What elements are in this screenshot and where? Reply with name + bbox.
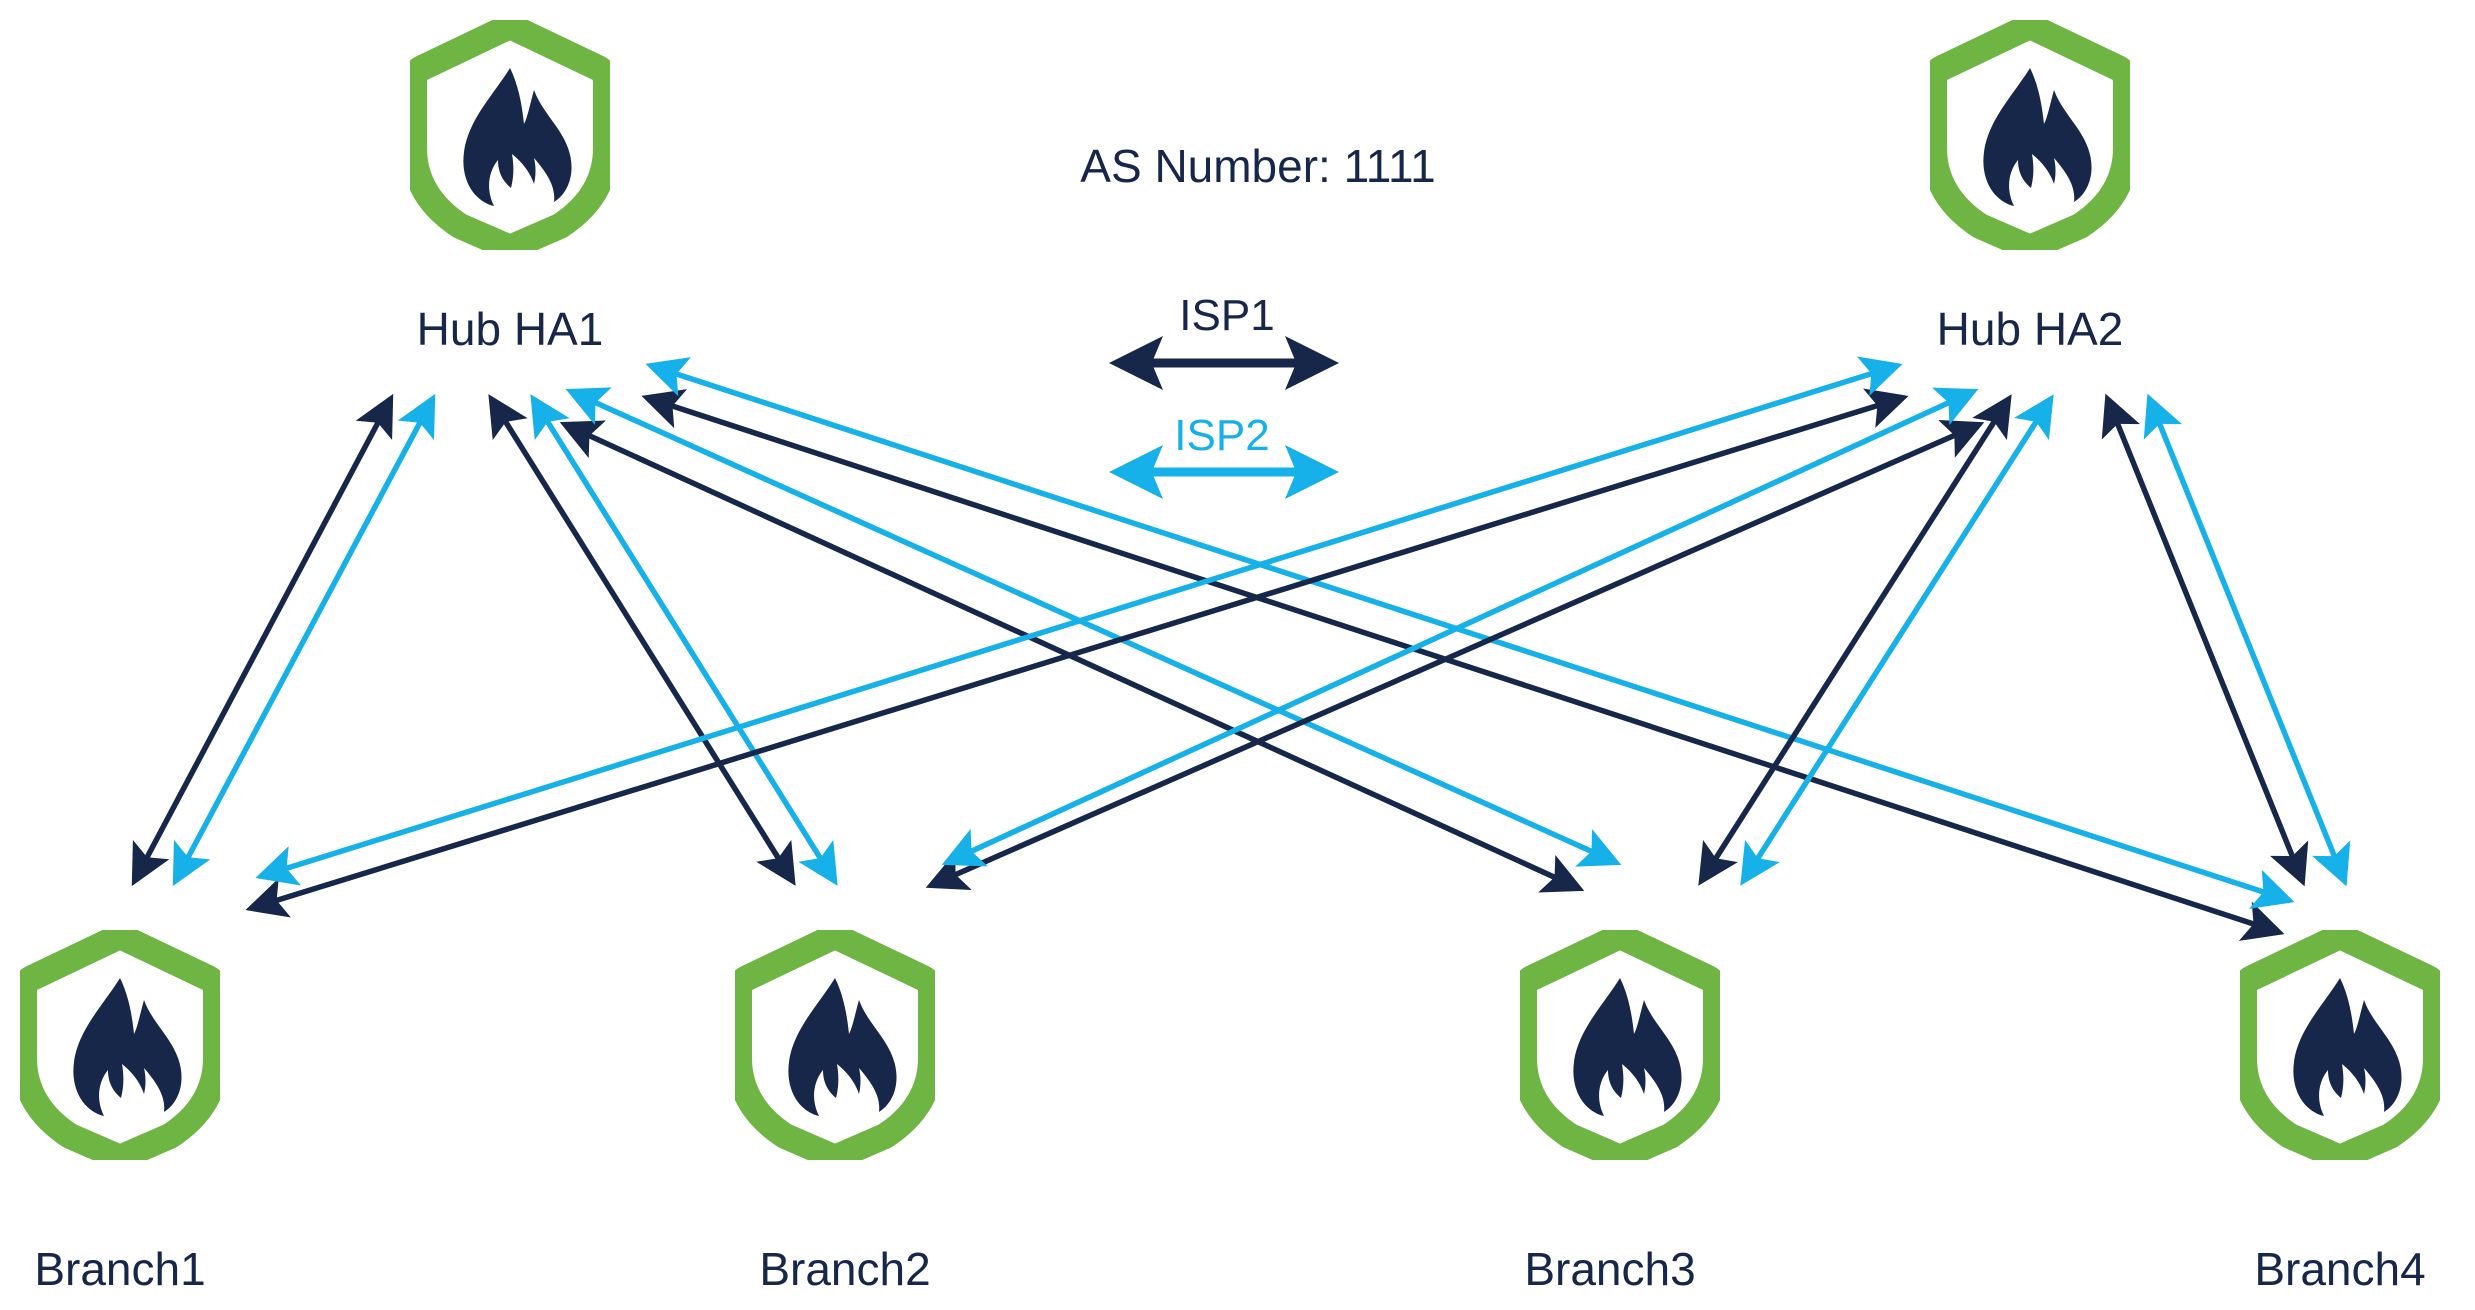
node-label-hub2: Hub HA2 [1937, 303, 2124, 355]
firewall-shield-icon [1524, 936, 1716, 1157]
node-hub2[interactable]: Hub HA2 [1934, 26, 2126, 355]
link-hub1-branch1-isp2[interactable] [172, 393, 436, 887]
links-layer [131, 356, 2351, 941]
link-hub2-branch3-isp1[interactable] [1698, 394, 2012, 886]
link-hub2-branch1-isp1[interactable] [245, 388, 1909, 918]
node-hub1[interactable]: Hub HA1 [414, 26, 606, 355]
node-branch2[interactable]: Branch2 [739, 936, 931, 1295]
node-branch1[interactable]: Branch1 [24, 936, 216, 1295]
legend-item-isp1: ISP1 [1109, 291, 1339, 390]
node-branch3[interactable]: Branch3 [1524, 936, 1716, 1295]
legend: ISP1 ISP2 [1109, 291, 1339, 499]
firewall-shield-icon [414, 26, 606, 247]
legend-label-isp2: ISP2 [1174, 411, 1269, 460]
node-label-hub1: Hub HA1 [417, 303, 604, 355]
link-hub2-branch4-isp2[interactable] [2143, 393, 2351, 887]
legend-label-isp1: ISP1 [1179, 291, 1274, 340]
link-hub1-branch1-isp1[interactable] [131, 393, 394, 887]
link-hub2-branch2-isp1[interactable] [925, 419, 1985, 891]
nodes-layer: Hub HA1 Hub HA2 Branch1 Branch2 Branch3 [24, 26, 2436, 1295]
node-label-branch2: Branch2 [759, 1243, 930, 1295]
node-label-branch1: Branch1 [34, 1243, 205, 1295]
firewall-shield-icon [24, 936, 216, 1157]
link-hub1-branch4-isp2[interactable] [645, 357, 2295, 909]
as-number-title: AS Number: 1111 [1080, 140, 1435, 192]
link-hub1-branch4-isp1[interactable] [641, 389, 2285, 941]
legend-item-isp2: ISP2 [1109, 411, 1339, 499]
node-label-branch3: Branch3 [1524, 1243, 1695, 1295]
firewall-shield-icon [2244, 936, 2436, 1157]
firewall-shield-icon [739, 936, 931, 1157]
node-branch4[interactable]: Branch4 [2244, 936, 2436, 1295]
link-hub2-branch3-isp2[interactable] [1740, 394, 2054, 886]
node-label-branch4: Branch4 [2254, 1243, 2425, 1295]
firewall-shield-icon [1934, 26, 2126, 247]
link-hub2-branch4-isp1[interactable] [2101, 393, 2309, 887]
